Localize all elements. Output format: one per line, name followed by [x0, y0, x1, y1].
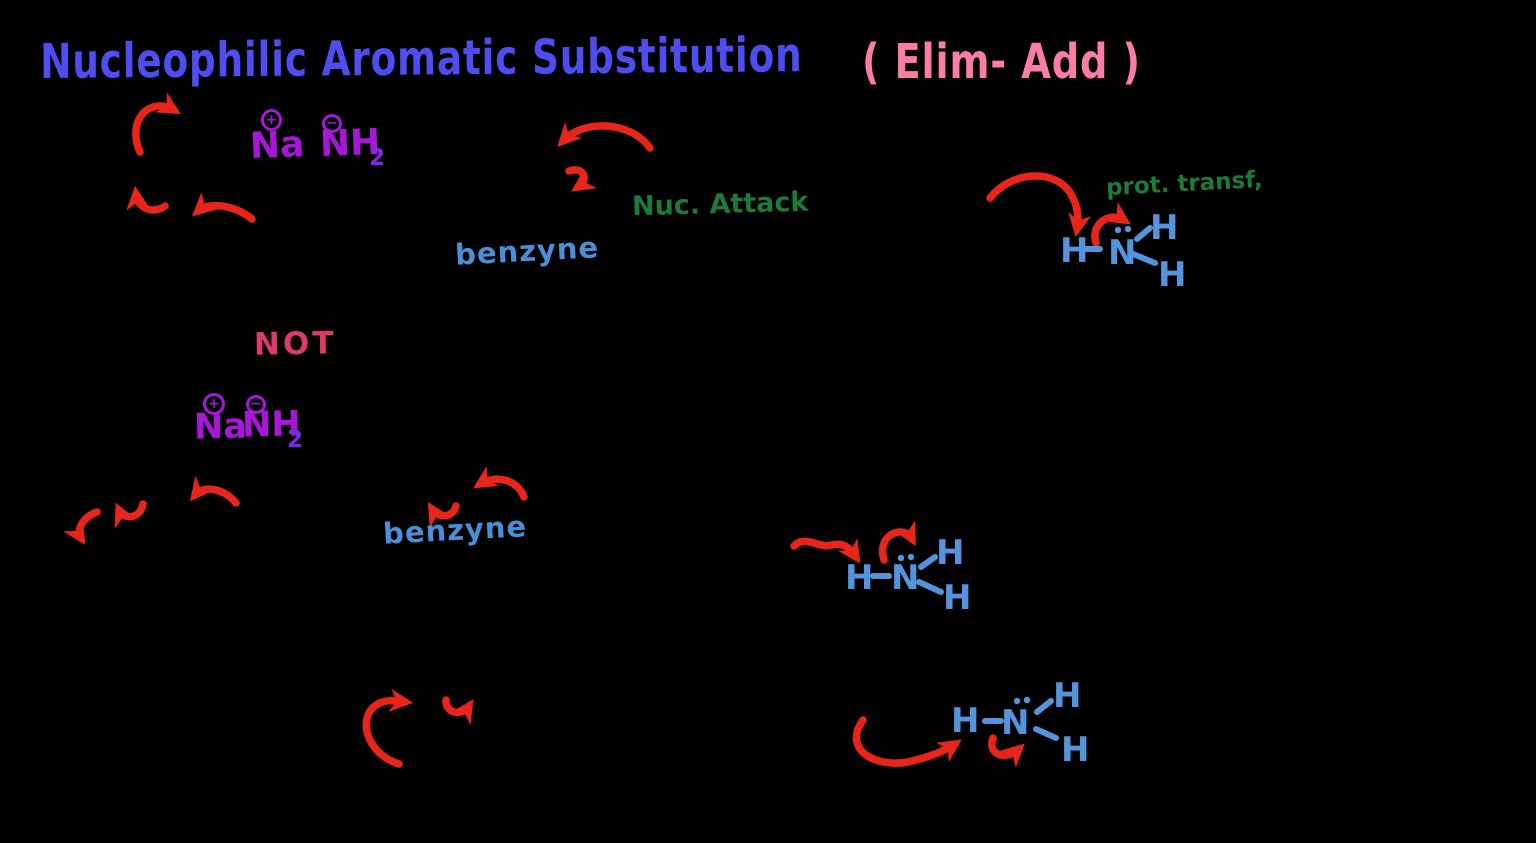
curved-arrow-4-icon [557, 122, 654, 152]
curved-arrow-17-icon [852, 716, 962, 767]
sodium-cation-label: Na [249, 124, 306, 167]
atom-h-top: H [1053, 676, 1082, 716]
curved-arrow-10-icon [189, 475, 240, 507]
lone-pair-dots [897, 554, 905, 562]
lone-pair-dots [907, 553, 915, 561]
atom-h-bottom: H [943, 578, 972, 618]
amide-subscript: 2 [369, 145, 386, 171]
curved-arrow-1-icon [132, 92, 182, 156]
atom-h-top: H [936, 533, 965, 573]
atom-h-bottom: H [1061, 730, 1090, 770]
curved-arrow-2-icon [126, 185, 169, 214]
curved-arrow-8-icon [63, 508, 101, 545]
page-title: Nucleophilic Aromatic Substitution [39, 27, 803, 90]
curved-arrow-13-icon [790, 537, 861, 564]
bond-line [918, 554, 938, 570]
plus-sign: + [265, 112, 278, 128]
label-not: NOT [253, 325, 337, 363]
curved-arrow-3-icon [191, 192, 256, 223]
curved-arrow-6-icon [986, 172, 1092, 238]
curved-arrow-9-icon [114, 500, 147, 529]
label-nucleophilic-attack: Nuc. Attack [631, 186, 809, 223]
curved-arrow-7-icon [1091, 202, 1131, 247]
title-annotation: ( Elim- Add ) [862, 34, 1141, 90]
curved-arrow-18-icon [988, 734, 1025, 768]
lone-pair-dots [1114, 226, 1122, 234]
sodium-cation-label: Na [193, 406, 248, 448]
bond-line [1134, 225, 1153, 242]
charge-minus-icon: − [246, 395, 266, 414]
minus-sign: − [250, 397, 262, 412]
atom-h-left: H [1060, 231, 1089, 271]
charge-minus-icon: − [322, 114, 342, 133]
bond-line [916, 579, 944, 595]
lone-pair-dots [1013, 697, 1021, 705]
minus-sign: − [326, 116, 338, 131]
lone-pair-dots [1023, 696, 1031, 704]
curved-arrow-12-icon [473, 466, 528, 501]
curved-arrow-11-icon [427, 502, 460, 528]
atom-n: N [891, 558, 920, 598]
curved-arrow-14-icon [878, 520, 916, 564]
atom-n: N [1108, 233, 1137, 273]
curved-arrow-15-icon [362, 688, 414, 768]
atom-h-left: H [951, 701, 980, 741]
bond-line [1034, 698, 1054, 715]
atom-h-top: H [1150, 208, 1179, 248]
lone-pair-dots [1124, 225, 1132, 233]
plus-sign: + [208, 396, 220, 412]
charge-plus-icon: + [203, 393, 225, 415]
label-benzyne-top: benzyne [454, 230, 600, 272]
charge-plus-icon: + [261, 109, 282, 131]
atom-h-left: H [845, 558, 874, 598]
amide-subscript: 2 [287, 427, 304, 453]
curved-arrow-5-icon [565, 166, 598, 192]
curved-arrow-16-icon [442, 696, 474, 725]
atom-h-bottom: H [1158, 255, 1187, 295]
label-benzyne-bottom: benzyne [382, 509, 528, 551]
bond-line [1033, 726, 1059, 741]
bond-line [1130, 251, 1158, 266]
atom-n: N [1001, 703, 1030, 743]
